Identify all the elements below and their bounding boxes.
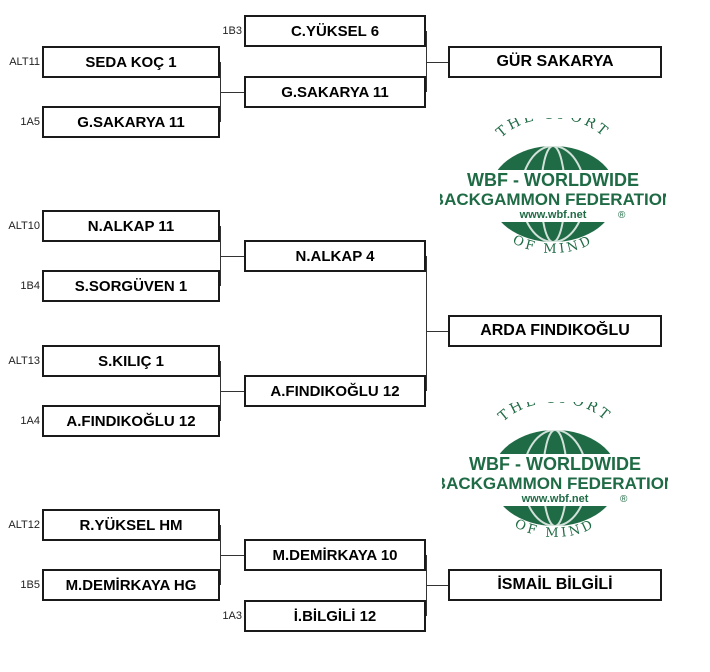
seed-label: 1B4 bbox=[20, 280, 40, 292]
seed-label: ALT11 bbox=[9, 56, 40, 68]
wbf-logo: THE SPORT WBF - WORLDWIDE BACKGAMMON FED… bbox=[440, 118, 666, 257]
logo-line1: WBF - WORLDWIDE bbox=[469, 454, 641, 474]
seed-label: ALT12 bbox=[8, 519, 40, 531]
player-box-m-demirkaya: M.DEMİRKAYA HG bbox=[42, 569, 220, 601]
connector-line bbox=[426, 256, 427, 391]
logo-line2: BACKGAMMON FEDERATION bbox=[442, 474, 668, 493]
logo-line2: BACKGAMMON FEDERATION bbox=[440, 190, 666, 209]
connector-line bbox=[220, 555, 244, 556]
seed-label: 1A4 bbox=[20, 415, 40, 427]
winner-box-ismail-bilgili: İSMAİL BİLGİLİ bbox=[448, 569, 662, 601]
seed-label: ALT10 bbox=[8, 220, 40, 232]
seed-label: 1A3 bbox=[222, 610, 242, 622]
player-box-i-bilgili: İ.BİLGİLİ 12 bbox=[244, 600, 426, 632]
connector-line bbox=[426, 62, 448, 63]
connector-line bbox=[220, 92, 244, 93]
logo-top-arc: THE SPORT bbox=[495, 402, 611, 425]
seed-label: 1B3 bbox=[222, 25, 242, 37]
player-box-seda-koc: SEDA KOÇ 1 bbox=[42, 46, 220, 78]
logo-top-arc: THE SPORT bbox=[493, 118, 609, 141]
logo-registered: ® bbox=[618, 210, 626, 221]
player-box-a-findikoglu-r2: A.FINDIKOĞLU 12 bbox=[244, 375, 426, 407]
player-box-c-yuksel: C.YÜKSEL 6 bbox=[244, 15, 426, 47]
winner-box-gur-sakarya: GÜR SAKARYA bbox=[448, 46, 662, 78]
player-box-m-demirkaya-r2: M.DEMİRKAYA 10 bbox=[244, 539, 426, 571]
logo-url: www.wbf.net bbox=[521, 493, 589, 505]
player-box-g-sakarya: G.SAKARYA 11 bbox=[42, 106, 220, 138]
connector-line bbox=[426, 585, 448, 586]
seed-label: ALT13 bbox=[8, 355, 40, 367]
connector-line bbox=[220, 256, 244, 257]
player-box-n-alkap: N.ALKAP 11 bbox=[42, 210, 220, 242]
svg-text:THE SPORT: THE SPORT bbox=[493, 118, 612, 141]
connector-line bbox=[220, 391, 244, 392]
seed-label: 1A5 bbox=[20, 116, 40, 128]
connector-line bbox=[426, 331, 448, 332]
logo-registered: ® bbox=[620, 494, 628, 505]
wbf-logo: THE SPORT WBF - WORLDWIDE BACKGAMMON FED… bbox=[442, 402, 668, 541]
logo-url: www.wbf.net bbox=[519, 209, 587, 221]
svg-text:THE SPORT: THE SPORT bbox=[495, 402, 614, 425]
player-box-a-findikoglu: A.FINDIKOĞLU 12 bbox=[42, 405, 220, 437]
player-box-n-alkap-r2: N.ALKAP 4 bbox=[244, 240, 426, 272]
player-box-r-yuksel: R.YÜKSEL HM bbox=[42, 509, 220, 541]
player-box-s-sorguven: S.SORGÜVEN 1 bbox=[42, 270, 220, 302]
seed-label: 1B5 bbox=[20, 579, 40, 591]
player-box-s-kilic: S.KILIÇ 1 bbox=[42, 345, 220, 377]
winner-box-arda-findikoglu: ARDA FINDIKOĞLU bbox=[448, 315, 662, 347]
player-box-g-sakarya-r2: G.SAKARYA 11 bbox=[244, 76, 426, 108]
logo-line1: WBF - WORLDWIDE bbox=[467, 170, 639, 190]
connector-line bbox=[426, 31, 427, 92]
